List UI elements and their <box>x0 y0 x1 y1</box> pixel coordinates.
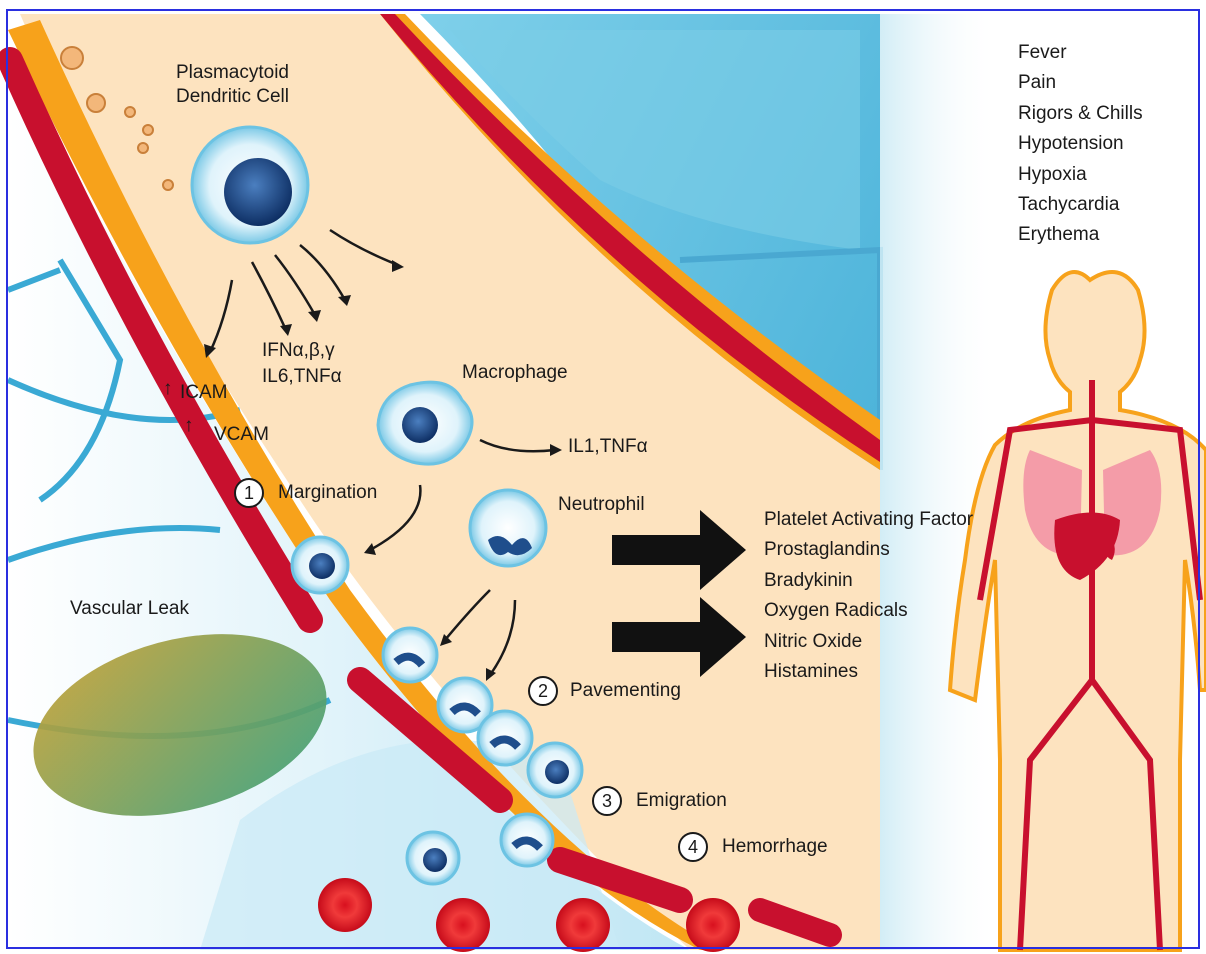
icam-label: ICAM <box>180 382 228 405</box>
dendritic-cell-label-line2: Dendritic Cell <box>176 86 289 109</box>
vascular-leak-label: Vascular Leak <box>70 598 189 621</box>
neutrophil-cell <box>470 490 546 566</box>
step-3-badge: 3 <box>592 786 622 816</box>
vcam-label: VCAM <box>214 424 269 447</box>
symptom-item: Fever <box>1018 38 1143 68</box>
il6-tnf-label: IL6,TNFα <box>262 366 342 389</box>
step-2-badge: 2 <box>528 676 558 706</box>
mediator-list: Platelet Activating Factor Prostaglandin… <box>764 505 973 687</box>
mediator-item: Platelet Activating Factor <box>764 505 973 535</box>
ifn-label: IFNα,β,γ <box>262 340 335 363</box>
mediator-item: Prostaglandins <box>764 535 973 565</box>
icam-up-arrow: ↑ <box>163 378 173 401</box>
dendritic-cell-label-line1: Plasmacytoid <box>176 62 289 85</box>
symptom-list: Fever Pain Rigors & Chills Hypotension H… <box>1018 38 1143 251</box>
step-1-badge: 1 <box>234 478 264 508</box>
symptom-item: Pain <box>1018 68 1143 98</box>
mediator-item: Bradykinin <box>764 566 973 596</box>
mediator-item: Oxygen Radicals <box>764 596 973 626</box>
mediator-item: Nitric Oxide <box>764 627 973 657</box>
step-3-label: Emigration <box>636 790 727 813</box>
vcam-up-arrow: ↑ <box>184 415 194 438</box>
step-2-label: Pavementing <box>570 680 681 703</box>
macrophage-label: Macrophage <box>462 362 568 385</box>
symptom-item: Hypoxia <box>1018 160 1143 190</box>
symptom-item: Erythema <box>1018 220 1143 250</box>
step-4-label: Hemorrhage <box>722 836 828 859</box>
symptom-item: Hypotension <box>1018 129 1143 159</box>
macrophage-cell <box>378 382 472 464</box>
neutrophil-label: Neutrophil <box>558 494 645 517</box>
step-1-label: Margination <box>278 482 377 505</box>
step-4-badge: 4 <box>678 832 708 862</box>
mediator-item: Histamines <box>764 657 973 687</box>
symptom-item: Tachycardia <box>1018 190 1143 220</box>
dendritic-cell <box>192 127 308 243</box>
il1-tnf-label: IL1,TNFα <box>568 436 648 459</box>
symptom-item: Rigors & Chills <box>1018 99 1143 129</box>
